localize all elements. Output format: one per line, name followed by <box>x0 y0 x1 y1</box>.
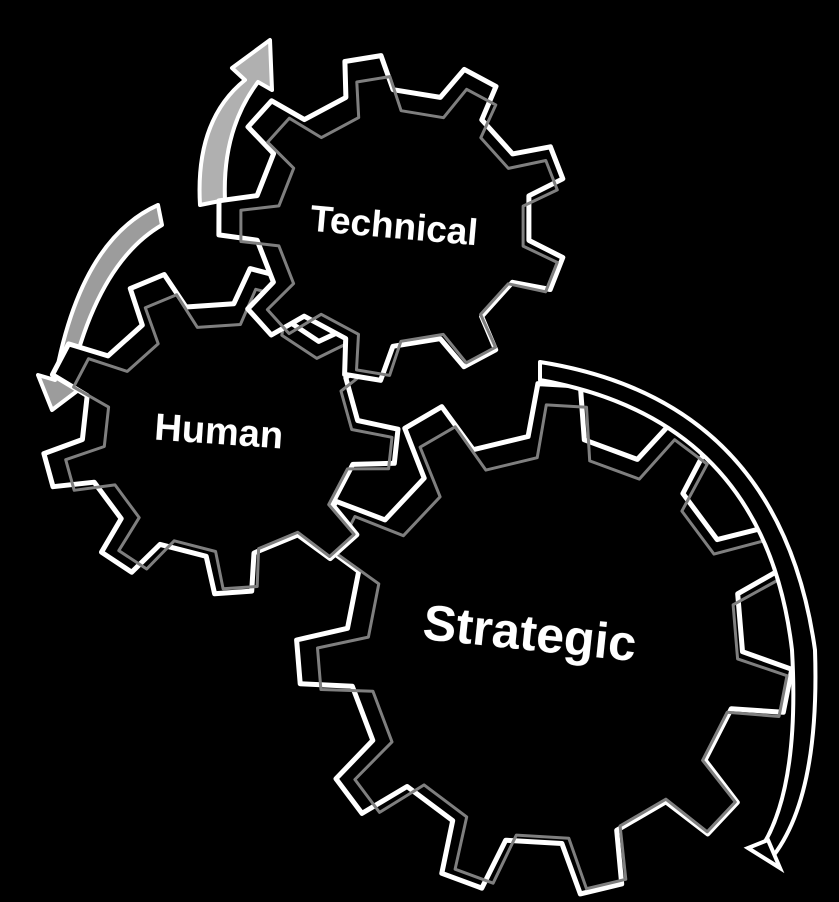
gear-human: Human <box>41 266 401 597</box>
rotation-arrow-technical <box>197 38 274 207</box>
gear-label-human: Human <box>153 407 284 458</box>
gear-strategic: Strategic <box>294 381 795 897</box>
gear-technical: Technical <box>216 53 566 383</box>
rotation-arrow-strategic <box>538 360 818 874</box>
